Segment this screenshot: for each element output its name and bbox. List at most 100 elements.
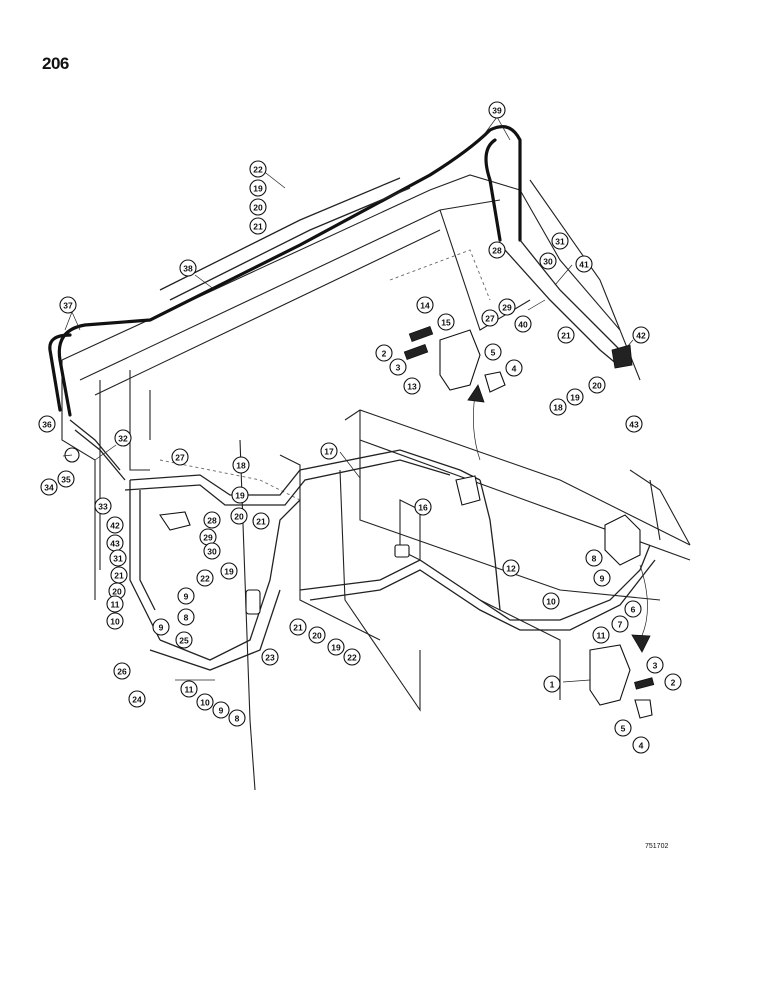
svg-text:5: 5: [491, 348, 496, 358]
svg-text:36: 36: [42, 420, 52, 430]
svg-text:43: 43: [110, 539, 120, 549]
callout-8: 8: [177, 608, 195, 626]
callout-1: 1: [543, 675, 561, 693]
callout-2: 2: [375, 344, 393, 362]
svg-text:20: 20: [112, 587, 122, 597]
callout-28: 28: [203, 511, 221, 529]
callout-22: 22: [343, 648, 361, 666]
callout-2: 2: [664, 673, 682, 691]
callout-12: 12: [502, 559, 520, 577]
callout-32: 32: [114, 429, 132, 447]
svg-text:42: 42: [636, 331, 646, 341]
svg-text:11: 11: [111, 600, 120, 610]
svg-text:9: 9: [159, 623, 164, 633]
svg-text:16: 16: [418, 503, 428, 513]
callout-26: 26: [113, 662, 131, 680]
callout-31: 31: [109, 549, 127, 567]
svg-text:32: 32: [118, 434, 128, 444]
svg-text:20: 20: [312, 631, 322, 641]
callout-27: 27: [481, 309, 499, 327]
callout-9: 9: [593, 569, 611, 587]
callout-25: 25: [175, 631, 193, 649]
callout-43: 43: [106, 534, 124, 552]
svg-text:4: 4: [512, 364, 517, 374]
callout-34: 34: [40, 478, 58, 496]
callout-23: 23: [261, 648, 279, 666]
valve-blocks: [64, 325, 655, 719]
svg-text:34: 34: [44, 483, 54, 493]
callout-21: 21: [289, 618, 307, 636]
callout-9: 9: [152, 618, 170, 636]
svg-text:10: 10: [110, 617, 120, 627]
svg-text:8: 8: [184, 613, 189, 623]
callout-9: 9: [177, 587, 195, 605]
svg-text:43: 43: [629, 420, 639, 430]
svg-text:15: 15: [441, 318, 451, 328]
page-number: 206: [42, 54, 69, 73]
callout-20: 20: [308, 626, 326, 644]
callout-3: 3: [646, 656, 664, 674]
callout-4: 4: [632, 736, 650, 754]
callout-5: 5: [484, 343, 502, 361]
callout-35: 35: [57, 470, 75, 488]
callout-8: 8: [228, 709, 246, 727]
svg-text:28: 28: [492, 246, 502, 256]
callout-33: 33: [94, 497, 112, 515]
svg-text:21: 21: [293, 623, 303, 633]
callout-3: 3: [389, 358, 407, 376]
svg-text:3: 3: [653, 661, 658, 671]
svg-text:4: 4: [639, 741, 644, 751]
callout-20: 20: [588, 376, 606, 394]
callout-42: 42: [632, 326, 650, 344]
svg-text:9: 9: [219, 706, 224, 716]
callout-15: 15: [437, 313, 455, 331]
callout-7: 7: [611, 615, 629, 633]
callout-39: 39: [488, 101, 506, 119]
svg-text:21: 21: [256, 517, 266, 527]
callout-9: 9: [212, 701, 230, 719]
drawing-code: 751702: [645, 843, 669, 850]
svg-text:9: 9: [184, 592, 189, 602]
callout-17: 17: [320, 442, 338, 460]
callout-24: 24: [128, 690, 146, 708]
callout-19: 19: [249, 179, 267, 197]
callout-16: 16: [414, 498, 432, 516]
callout-28: 28: [488, 241, 506, 259]
callout-21: 21: [557, 326, 575, 344]
svg-text:20: 20: [234, 512, 244, 522]
callout-4: 4: [505, 359, 523, 377]
callout-42: 42: [106, 516, 124, 534]
svg-text:22: 22: [253, 165, 263, 175]
exploded-view-arrows: [467, 384, 651, 653]
svg-text:13: 13: [407, 382, 417, 392]
callout-21: 21: [110, 566, 128, 584]
callout-11: 11: [106, 595, 124, 613]
svg-text:12: 12: [506, 564, 516, 574]
svg-text:31: 31: [555, 237, 565, 247]
svg-text:18: 18: [553, 403, 563, 413]
svg-text:14: 14: [420, 301, 430, 311]
svg-text:26: 26: [117, 667, 127, 677]
svg-text:2: 2: [671, 678, 676, 688]
loader-arm-frame: [61, 174, 691, 791]
callout-31: 31: [551, 232, 569, 250]
callout-29: 29: [498, 298, 516, 316]
callout-43: 43: [625, 415, 643, 433]
callout-22: 22: [196, 569, 214, 587]
callout-19: 19: [566, 388, 584, 406]
callout-20: 20: [249, 198, 267, 216]
callout-11: 11: [180, 680, 198, 698]
callout-14: 14: [416, 296, 434, 314]
svg-text:28: 28: [207, 516, 217, 526]
callout-21: 21: [252, 512, 270, 530]
svg-text:29: 29: [502, 303, 512, 313]
svg-text:30: 30: [543, 257, 553, 267]
svg-text:5: 5: [621, 724, 626, 734]
callout-21: 21: [249, 217, 267, 235]
callout-19: 19: [327, 638, 345, 656]
callout-20: 20: [230, 507, 248, 525]
svg-text:7: 7: [618, 620, 623, 630]
callout-41: 41: [575, 255, 593, 273]
callout-27: 27: [171, 448, 189, 466]
